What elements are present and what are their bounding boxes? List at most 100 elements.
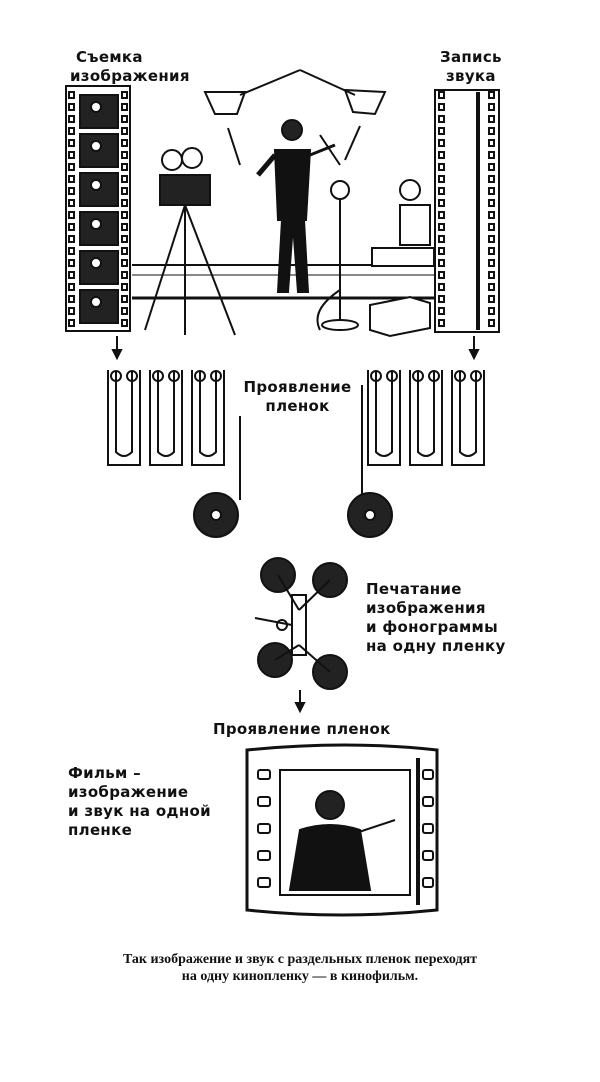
perforation [121,163,128,171]
perforation [68,115,75,123]
perforation [422,796,434,807]
roller [412,370,424,382]
tank [409,370,443,466]
label-line: изображение [68,783,189,801]
perforation [121,319,128,327]
tank [149,370,183,466]
figure-head [90,101,102,113]
perforation [68,127,75,135]
perforation [422,850,434,861]
perforation [438,235,445,243]
label-line: пленке [68,821,133,839]
perforation [488,127,495,135]
perforation [488,163,495,171]
perforation [438,163,445,171]
perforation [488,175,495,183]
perforation [257,877,271,888]
figure-head [90,179,102,191]
tank [367,370,401,466]
perforation [438,283,445,291]
perforation [121,139,128,147]
perforation [438,199,445,207]
perforation [257,796,271,807]
perforation [438,151,445,159]
perforation [68,319,75,327]
label-line: Съемка [76,48,143,66]
roller [470,370,482,382]
perforation [68,295,75,303]
perforation [257,769,271,780]
figure-head [90,296,102,308]
perforation [438,295,445,303]
perforation [121,283,128,291]
perforation [422,823,434,834]
perforation [438,271,445,279]
perforation [68,235,75,243]
image-reel [193,492,239,538]
perforation [438,115,445,123]
final-film-frame [245,743,439,917]
perforation [422,769,434,780]
perforation [121,259,128,267]
label-line: изображения [366,599,486,617]
perforation [488,103,495,111]
perforation [488,259,495,267]
perforation [488,319,495,327]
perforation [68,175,75,183]
roller [370,370,382,382]
label-film-result: Фильм – изображение и звук на одной плен… [68,764,211,840]
roller [210,370,222,382]
label-line: Запись [440,48,502,66]
perforation [121,223,128,231]
perforation [68,247,75,255]
perforation [121,211,128,219]
tank [107,370,141,466]
perforation [257,823,271,834]
perforation [488,247,495,255]
perforation [438,211,445,219]
sound-film-strip [434,89,500,333]
image-film-strip [65,85,131,332]
perforation [121,187,128,195]
perforation [121,91,128,99]
film-loop [157,372,175,457]
perforation [488,211,495,219]
label-line: Проявление [243,378,352,396]
roller [110,370,122,382]
tank [191,370,225,466]
perforation [488,271,495,279]
perforation [68,283,75,291]
perforation [68,307,75,315]
perforation [68,199,75,207]
perforation [438,307,445,315]
perforation [438,175,445,183]
perforation [68,271,75,279]
perforation [121,175,128,183]
roller [126,370,138,382]
printing-machine [254,557,348,690]
perforation [488,295,495,303]
perforation [438,319,445,327]
perforation [488,187,495,195]
perforation [488,115,495,123]
perforation [121,127,128,135]
stage-lamps [203,69,387,166]
perforation [68,139,75,147]
perforation [438,139,445,147]
label-shooting: Съемка изображения [70,48,190,86]
roller [386,370,398,382]
perforation [488,223,495,231]
perforation [121,235,128,243]
violinist [256,119,341,293]
film-loop [115,372,133,457]
label-developing-bottom: Проявление пленок [213,720,391,738]
label-line: Печатание [366,580,462,598]
film-loop [375,372,393,457]
perforation [68,163,75,171]
label-printing: Печатание изображения и фонограммы на од… [366,580,506,656]
perforation [422,877,434,888]
figure-caption: Так изображение и звук с раздельных плен… [0,951,600,985]
label-line: и звук на одной [68,802,211,820]
label-line: на одну пленку [366,637,506,655]
